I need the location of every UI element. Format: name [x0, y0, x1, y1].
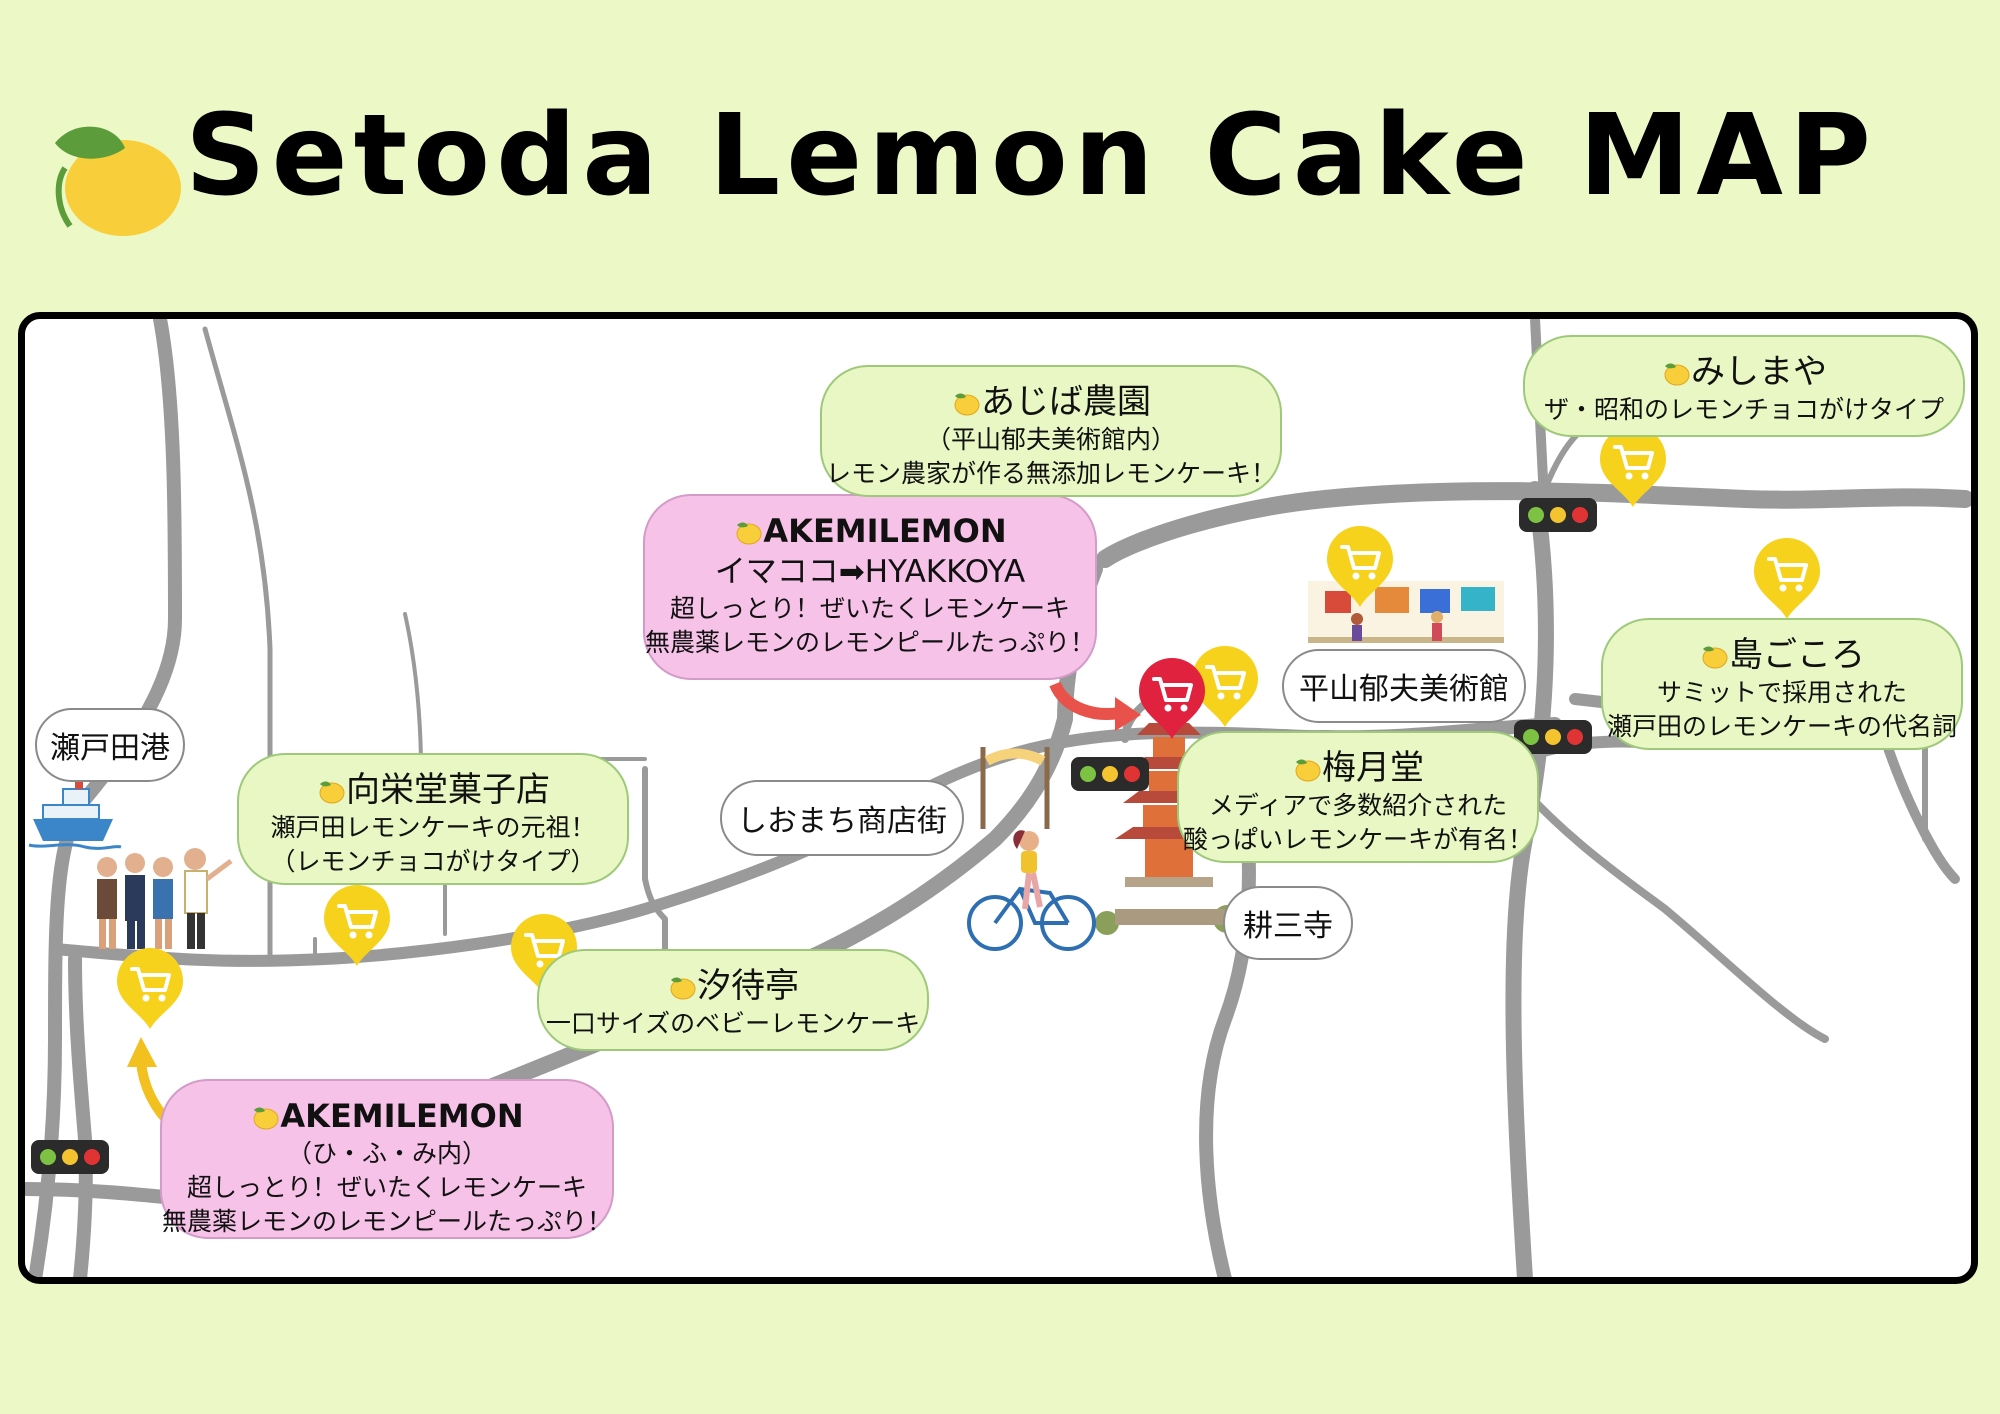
- shop-description: 無農薬レモンのレモンピールたっぷり！: [645, 628, 1096, 657]
- shop-description: 超しっとり！ぜいたくレモンケーキ: [186, 1173, 587, 1202]
- shop-description: （レモンチョコがけタイプ）: [270, 847, 596, 876]
- lemon-icon: [1699, 643, 1729, 669]
- shop-description: 超しっとり！ぜいたくレモンケーキ: [669, 594, 1070, 623]
- shop-card-shimagokoro[interactable]: 島ごころ サミットで採用された 瀬戸田のレモンケーキの代名詞: [1601, 618, 1963, 750]
- shop-description: 瀬戸田のレモンケーキの代名詞: [1606, 712, 1957, 741]
- shop-description: 瀬戸田レモンケーキの元祖！: [270, 813, 596, 842]
- shop-description: メディアで多数紹介された: [1208, 791, 1508, 820]
- place-label-shopping-street[interactable]: しおまち商店街: [720, 780, 964, 856]
- shop-pin-mishimaya[interactable]: [1598, 425, 1668, 509]
- traffic-light-icon: [30, 1139, 110, 1175]
- shop-card-baigetsudo[interactable]: 梅月堂 メディアで多数紹介された 酸っぱいレモンケーキが有名！: [1177, 731, 1539, 863]
- lemon-icon: [250, 1104, 280, 1130]
- lemon-icon: [951, 390, 981, 416]
- page-title: Setoda Lemon Cake MAP: [185, 91, 1877, 221]
- shop-name: あじば農園: [981, 382, 1151, 422]
- lemon-icon: [1661, 360, 1691, 386]
- place-label-museum[interactable]: 平山郁夫美術館: [1282, 649, 1526, 723]
- shop-name: 島ごころ: [1729, 635, 1865, 675]
- shop-pin-akemilemon-current[interactable]: [1137, 657, 1207, 741]
- shop-description: レモン農家が作る無添加レモンケーキ！: [825, 459, 1276, 488]
- map-frame: AKEMILEMON イマココ➡HYAKKOYA 超しっとり！ぜいたくレモンケー…: [18, 312, 1978, 1284]
- shop-pin-koueido[interactable]: [322, 884, 392, 968]
- shop-name: 梅月堂: [1322, 748, 1424, 788]
- shop-description: サミットで採用された: [1656, 678, 1907, 707]
- shop-name: 向栄堂菓子店: [346, 770, 550, 810]
- shop-card-mishimaya[interactable]: みしまや ザ・昭和のレモンチョコがけタイプ: [1523, 335, 1965, 437]
- shop-name: 汐待亭: [697, 966, 799, 1006]
- shop-card-ajiba[interactable]: あじば農園 （平山郁夫美術館内） レモン農家が作る無添加レモンケーキ！: [820, 365, 1282, 497]
- lemon-icon: [1292, 756, 1322, 782]
- shop-name: AKEMILEMON: [280, 1097, 524, 1135]
- shop-name: AKEMILEMON: [763, 512, 1007, 550]
- shop-location: （ひ・ふ・み内）: [286, 1139, 487, 1168]
- shop-description: 無農薬レモンのレモンピールたっぷり！: [162, 1207, 613, 1236]
- traffic-light-icon: [1518, 497, 1598, 533]
- shop-card-akemilemon-hifumi[interactable]: AKEMILEMON （ひ・ふ・み内） 超しっとり！ぜいたくレモンケーキ 無農薬…: [160, 1079, 614, 1239]
- shop-description: 一口サイズのベビーレモンケーキ: [545, 1009, 921, 1038]
- shop-pin-ajiba[interactable]: [1325, 525, 1395, 609]
- shop-card-akemilemon-imacoco[interactable]: AKEMILEMON イマココ➡HYAKKOYA 超しっとり！ぜいたくレモンケー…: [643, 494, 1097, 680]
- lemon-icon: [316, 778, 346, 804]
- lemon-icon: [55, 126, 181, 236]
- shop-pin-akemilemon-hifumi[interactable]: [115, 947, 185, 1031]
- shop-description: ザ・昭和のレモンチョコがけタイプ: [1543, 395, 1944, 424]
- lemon-icon: [667, 974, 697, 1000]
- shop-card-shiomachitei[interactable]: 汐待亭 一口サイズのベビーレモンケーキ: [537, 949, 929, 1051]
- shop-description: 酸っぱいレモンケーキが有名！: [1182, 825, 1533, 854]
- shop-pin-shimagokoro[interactable]: [1752, 537, 1822, 621]
- lemon-icon: [733, 519, 763, 545]
- traffic-light-icon: [1070, 756, 1150, 792]
- shop-location: イマココ➡HYAKKOYA: [714, 554, 1026, 590]
- shop-location: （平山郁夫美術館内）: [925, 425, 1176, 454]
- place-label-port[interactable]: 瀬戸田港: [35, 708, 185, 782]
- shop-card-koueido[interactable]: 向栄堂菓子店 瀬戸田レモンケーキの元祖！ （レモンチョコがけタイプ）: [237, 753, 629, 885]
- place-label-temple[interactable]: 耕三寺: [1223, 886, 1353, 960]
- shop-name: みしまや: [1691, 352, 1827, 392]
